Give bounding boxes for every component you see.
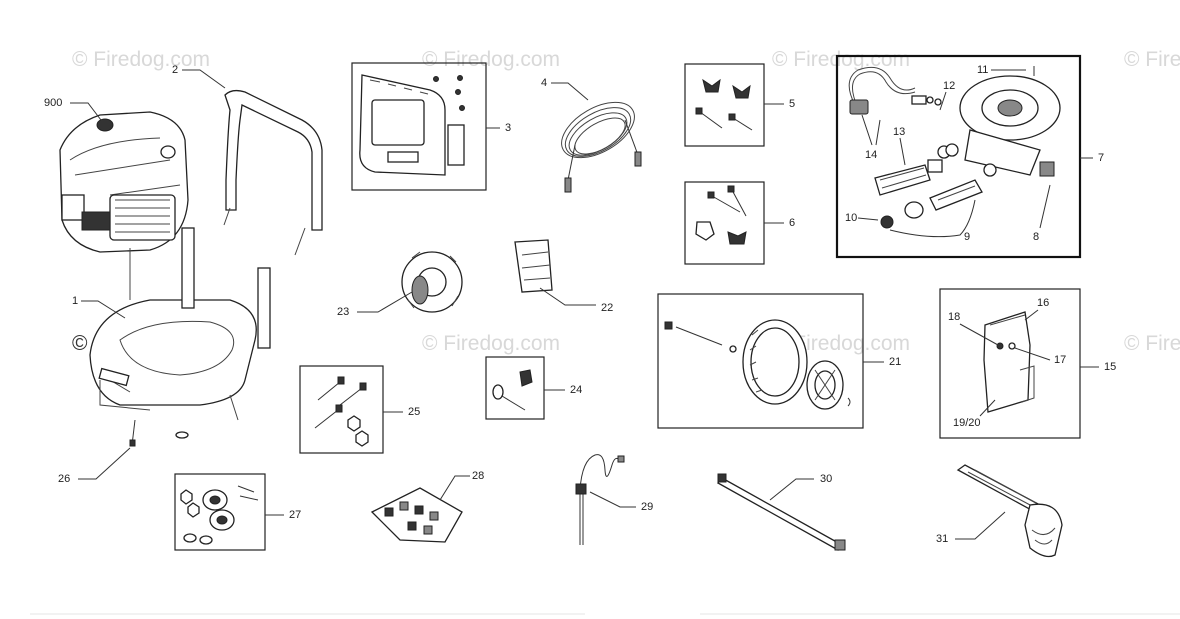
part-3-box (351, 62, 487, 191)
part-label-18: 18 (948, 311, 960, 323)
watermark: © Firedog.com (772, 332, 910, 355)
part-label-29: 29 (641, 501, 653, 513)
part-label-7: 7 (1098, 152, 1104, 164)
wing-knob-illustration (695, 78, 753, 131)
watermark: © Firedog.com (1124, 332, 1180, 355)
part-label-6: 6 (789, 217, 795, 229)
part-label-13: 13 (893, 126, 905, 138)
part-label-23: 23 (337, 306, 349, 318)
part-label-12: 12 (943, 80, 955, 92)
bolts-knobs-illustration (695, 185, 747, 245)
part-label-31: 31 (936, 533, 948, 545)
part-label-10: 10 (845, 212, 857, 224)
part-27-box (174, 473, 266, 551)
part-5-box (684, 63, 765, 147)
part-label-25: 25 (408, 406, 420, 418)
part-label-16: 16 (1037, 297, 1049, 309)
pin-24-illustration (492, 369, 533, 411)
part-label-26: 26 (58, 473, 70, 485)
part-label-17: 17 (1054, 354, 1066, 366)
part-21-box (657, 293, 864, 429)
bearings-illustration (180, 485, 259, 545)
handle-illustration (223, 89, 323, 256)
part-15-box (939, 288, 1081, 439)
part-24-box (485, 356, 545, 420)
part-label-27: 27 (289, 509, 301, 521)
watermark: © Firedog.com (422, 48, 560, 71)
engine-illustration (59, 111, 189, 300)
part-label-22: 22 (601, 302, 613, 314)
part-7-box (835, 54, 1082, 259)
part-label-3: 3 (505, 122, 511, 134)
part-label-1: 1 (72, 295, 78, 307)
nozzle-kit-illustration (370, 487, 463, 543)
part-label-11: 11 (977, 64, 988, 76)
watermark: © Firedog.com (1124, 48, 1180, 71)
part-label-900: 900 (44, 97, 62, 109)
frame-illustration (89, 227, 271, 439)
cover-illustration (983, 311, 1035, 413)
bolt-26-illustration (129, 419, 136, 447)
part-label-28: 28 (472, 470, 484, 482)
bolts-nuts-25-illustration (314, 376, 369, 447)
watermarks: © Firedog.com © Firedog.com © Firedog.co… (72, 48, 1180, 355)
wand-illustration (717, 473, 846, 551)
siphon-tube-illustration (575, 454, 625, 545)
hose-illustration (561, 101, 642, 193)
bracket-illustration (514, 239, 553, 293)
part-label-14: 14 (865, 149, 877, 161)
part-25-box (299, 365, 384, 454)
part-label-19-20: 19/20 (953, 417, 981, 429)
part-label-30: 30 (820, 473, 832, 485)
spray-gun-illustration (956, 464, 1063, 558)
part-label-15: 15 (1104, 361, 1116, 373)
watermark: © Firedog.com (772, 48, 910, 71)
part-label-2: 2 (172, 64, 178, 76)
part-label-5: 5 (789, 98, 795, 110)
wheel-illustration (664, 319, 851, 410)
watermark: © Firedog.com (422, 332, 560, 355)
part-label-4: 4 (541, 77, 547, 89)
reel-illustration (401, 251, 463, 313)
panel-illustration (359, 74, 465, 176)
pump-illustration (848, 66, 1061, 229)
part-label-9: 9 (964, 231, 970, 243)
part-label-24: 24 (570, 384, 582, 396)
part-label-8: 8 (1033, 231, 1039, 243)
watermark: © Firedog.com (72, 48, 210, 71)
part-label-21: 21 (889, 356, 901, 368)
